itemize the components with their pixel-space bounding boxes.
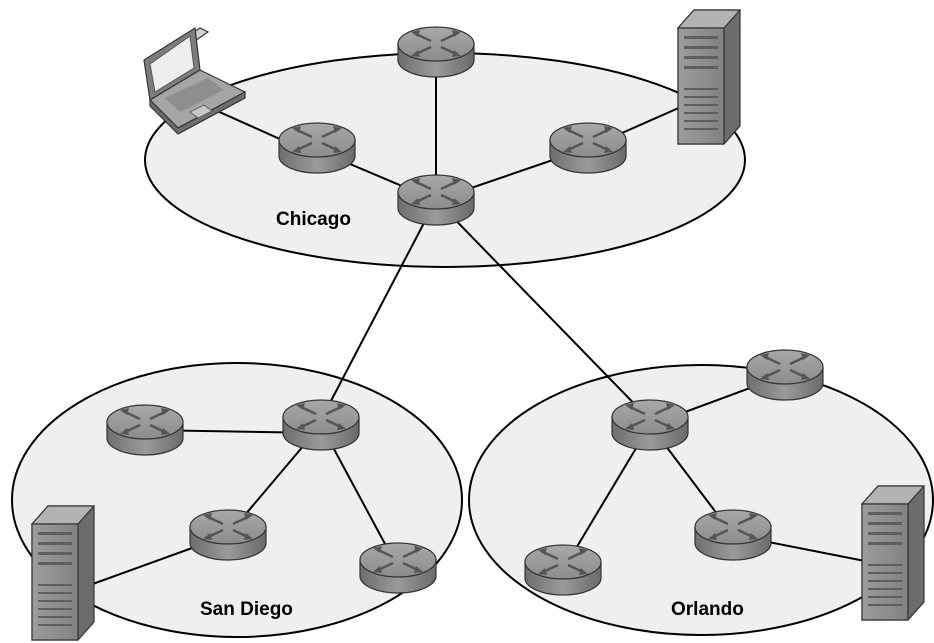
router-icon — [277, 121, 357, 175]
server-icon — [861, 485, 925, 621]
link-hub-to-sd-hub — [320, 199, 437, 421]
label-orlando: Orlando — [671, 599, 744, 620]
link-hub-to-orl-hub — [435, 199, 651, 421]
router-icon — [281, 398, 361, 452]
router-icon — [396, 25, 476, 79]
router-icon — [358, 541, 438, 595]
router-icon — [105, 403, 185, 457]
router-icon — [523, 543, 603, 597]
router-icon — [693, 508, 773, 562]
label-chicago: Chicago — [276, 209, 351, 230]
server-icon — [677, 9, 741, 145]
router-icon — [548, 121, 628, 175]
laptop-icon — [143, 26, 247, 135]
router-icon — [745, 348, 825, 402]
region-chicago — [144, 52, 746, 268]
router-icon — [188, 508, 268, 562]
router-icon — [610, 398, 690, 452]
server-icon — [31, 505, 95, 641]
router-icon — [396, 173, 476, 227]
label-san-diego: San Diego — [200, 599, 293, 620]
